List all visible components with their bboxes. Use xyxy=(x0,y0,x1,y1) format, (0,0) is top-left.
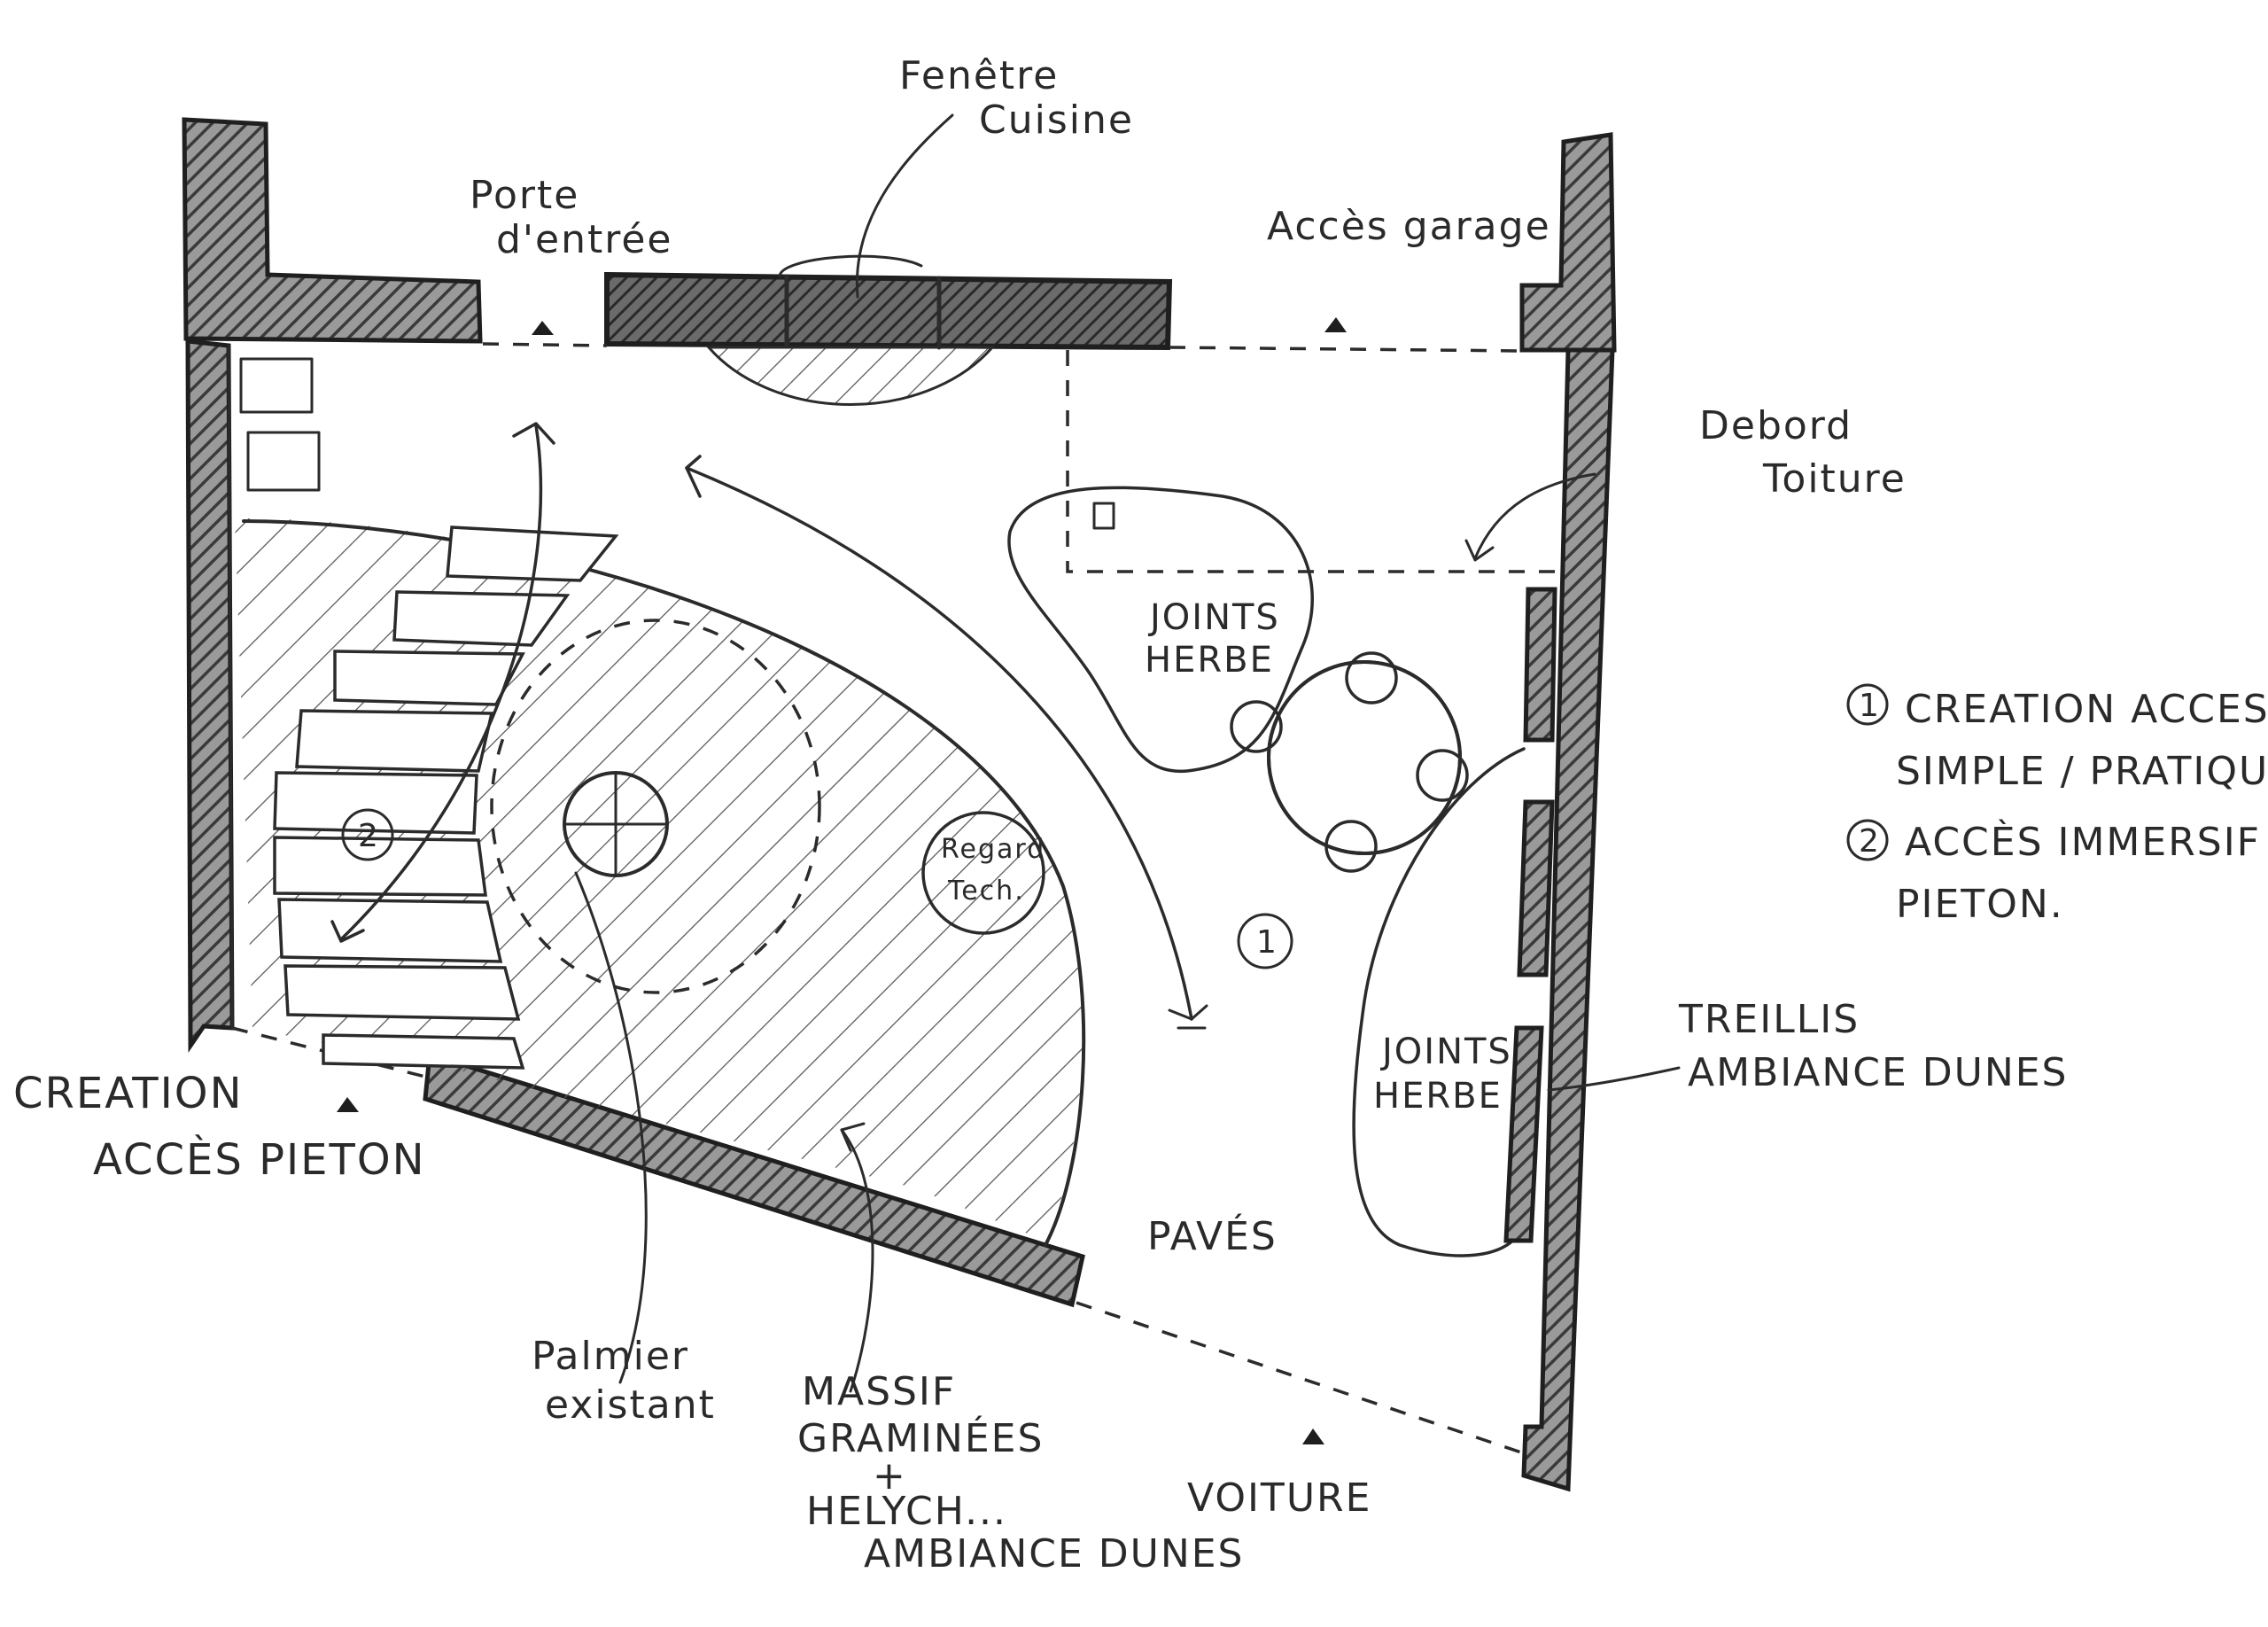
kitchen-window-area xyxy=(705,254,996,406)
label-massif: MASSIF xyxy=(802,1369,956,1414)
grass-joint-area-right xyxy=(1352,747,1526,1257)
stepping-stones xyxy=(273,525,619,1070)
access-markers xyxy=(337,317,1347,1444)
svg-text:1: 1 xyxy=(1256,924,1277,961)
legend-1-line1: CREATION ACCES xyxy=(1905,687,2268,732)
legend-2-line2: PIETON. xyxy=(1896,882,2064,927)
label-creation: CREATION xyxy=(13,1069,243,1118)
label-ambiance-dunes-massif: AMBIANCE DUNES xyxy=(864,1531,1244,1576)
legend-1-number: 1 xyxy=(1859,688,1879,724)
existing-palm-tree xyxy=(490,619,821,994)
label-regard: Regard xyxy=(941,834,1045,865)
label-herbe-top: HERBE xyxy=(1145,640,1274,681)
label-paves: PAVÉS xyxy=(1147,1212,1278,1259)
small-storage-boxes xyxy=(239,357,321,492)
label-joints-right: JOINTS xyxy=(1379,1031,1512,1072)
label-existant: existant xyxy=(545,1382,716,1428)
label-palmier: Palmier xyxy=(532,1334,689,1379)
label-toiture: Toiture xyxy=(1762,456,1907,502)
path-2-marker: 2 xyxy=(341,808,394,861)
label-helych: HELYCH... xyxy=(806,1489,1007,1534)
right-boundary-wall xyxy=(1521,347,1615,1492)
table-and-chairs xyxy=(1230,651,1469,873)
trellis xyxy=(1503,587,1557,1243)
label-acces-pieton: ACCÈS PIETON xyxy=(93,1134,426,1185)
grass-joint-area-top xyxy=(1007,486,1314,773)
legend: 1 CREATION ACCES SIMPLE / PRATIQUE 2 ACC… xyxy=(1846,683,2268,927)
label-tech: Tech. xyxy=(947,876,1025,907)
label-joints-top: JOINTS xyxy=(1147,597,1280,638)
access-path-arrows xyxy=(330,113,1681,1393)
legend-2-number: 2 xyxy=(1859,823,1879,860)
label-treillis: TREILLIS xyxy=(1678,997,1860,1042)
label-voiture: VOITURE xyxy=(1187,1475,1371,1521)
technical-inspection-circle xyxy=(921,811,1045,935)
annotations: Fenêtre Cuisine Porte d'entrée Accès gar… xyxy=(13,53,2068,1576)
label-fenetre: Fenêtre xyxy=(899,53,1059,98)
label-acces-garage: Accès garage xyxy=(1267,204,1551,249)
label-entree: d'entrée xyxy=(496,217,673,262)
legend-1-line2: SIMPLE / PRATIQUE xyxy=(1896,749,2268,794)
label-plus: + xyxy=(873,1453,907,1499)
house-walls xyxy=(182,117,1617,353)
left-boundary-wall xyxy=(185,339,235,1054)
label-graminees: GRAMINÉES xyxy=(797,1414,1044,1461)
label-ambiance-dunes-treillis: AMBIANCE DUNES xyxy=(1688,1050,2068,1095)
label-debord: Debord xyxy=(1699,403,1852,448)
label-herbe-right: HERBE xyxy=(1373,1076,1503,1117)
legend-2-line1: ACCÈS IMMERSIF xyxy=(1905,818,2261,865)
label-cuisine: Cuisine xyxy=(979,97,1134,143)
label-porte: Porte xyxy=(470,173,579,218)
svg-text:2: 2 xyxy=(358,818,378,854)
front-wall-segment xyxy=(423,1051,1085,1308)
path-1-marker: 1 xyxy=(1237,913,1293,969)
